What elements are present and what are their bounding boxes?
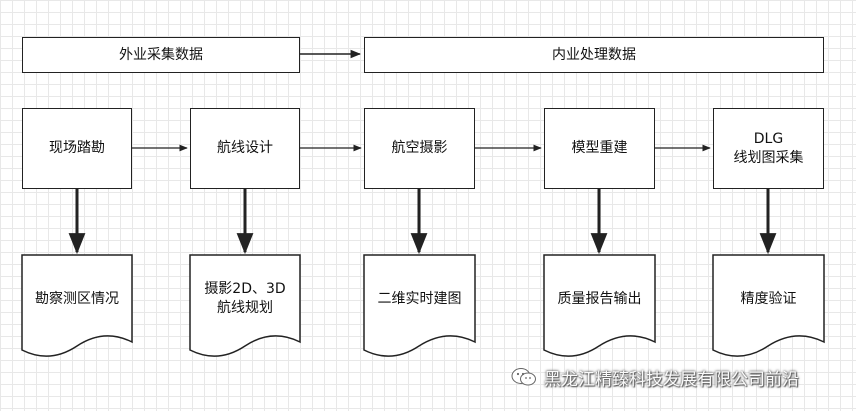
output-route-planning: 摄影2D、3D 航线规划 — [204, 281, 286, 316]
step-model-rebuild: 模型重建 — [544, 108, 655, 189]
step-aerial-photo: 航空摄影 — [364, 108, 475, 189]
step-site-survey: 现场踏勘 — [22, 108, 132, 189]
output-accuracy-check: 精度验证 — [740, 290, 797, 307]
output-survey-area: 勘察测区情况 — [35, 290, 119, 307]
field-data-box: 外业采集数据 — [22, 37, 300, 73]
output-realtime-mapping: 二维实时建图 — [377, 290, 462, 307]
office-data-box: 内业处理数据 — [364, 37, 824, 73]
output-doc-shape-2 — [189, 254, 301, 357]
output-doc-shape-1 — [21, 254, 133, 357]
output-doc-shape-5 — [712, 254, 825, 357]
step-dlg-collection: DLG 线划图采集 — [713, 108, 824, 189]
output-quality-report: 质量报告输出 — [557, 290, 642, 307]
output-doc-shape-3 — [363, 254, 476, 357]
step-route-design: 航线设计 — [190, 108, 300, 189]
output-doc-shape-4 — [543, 254, 656, 357]
